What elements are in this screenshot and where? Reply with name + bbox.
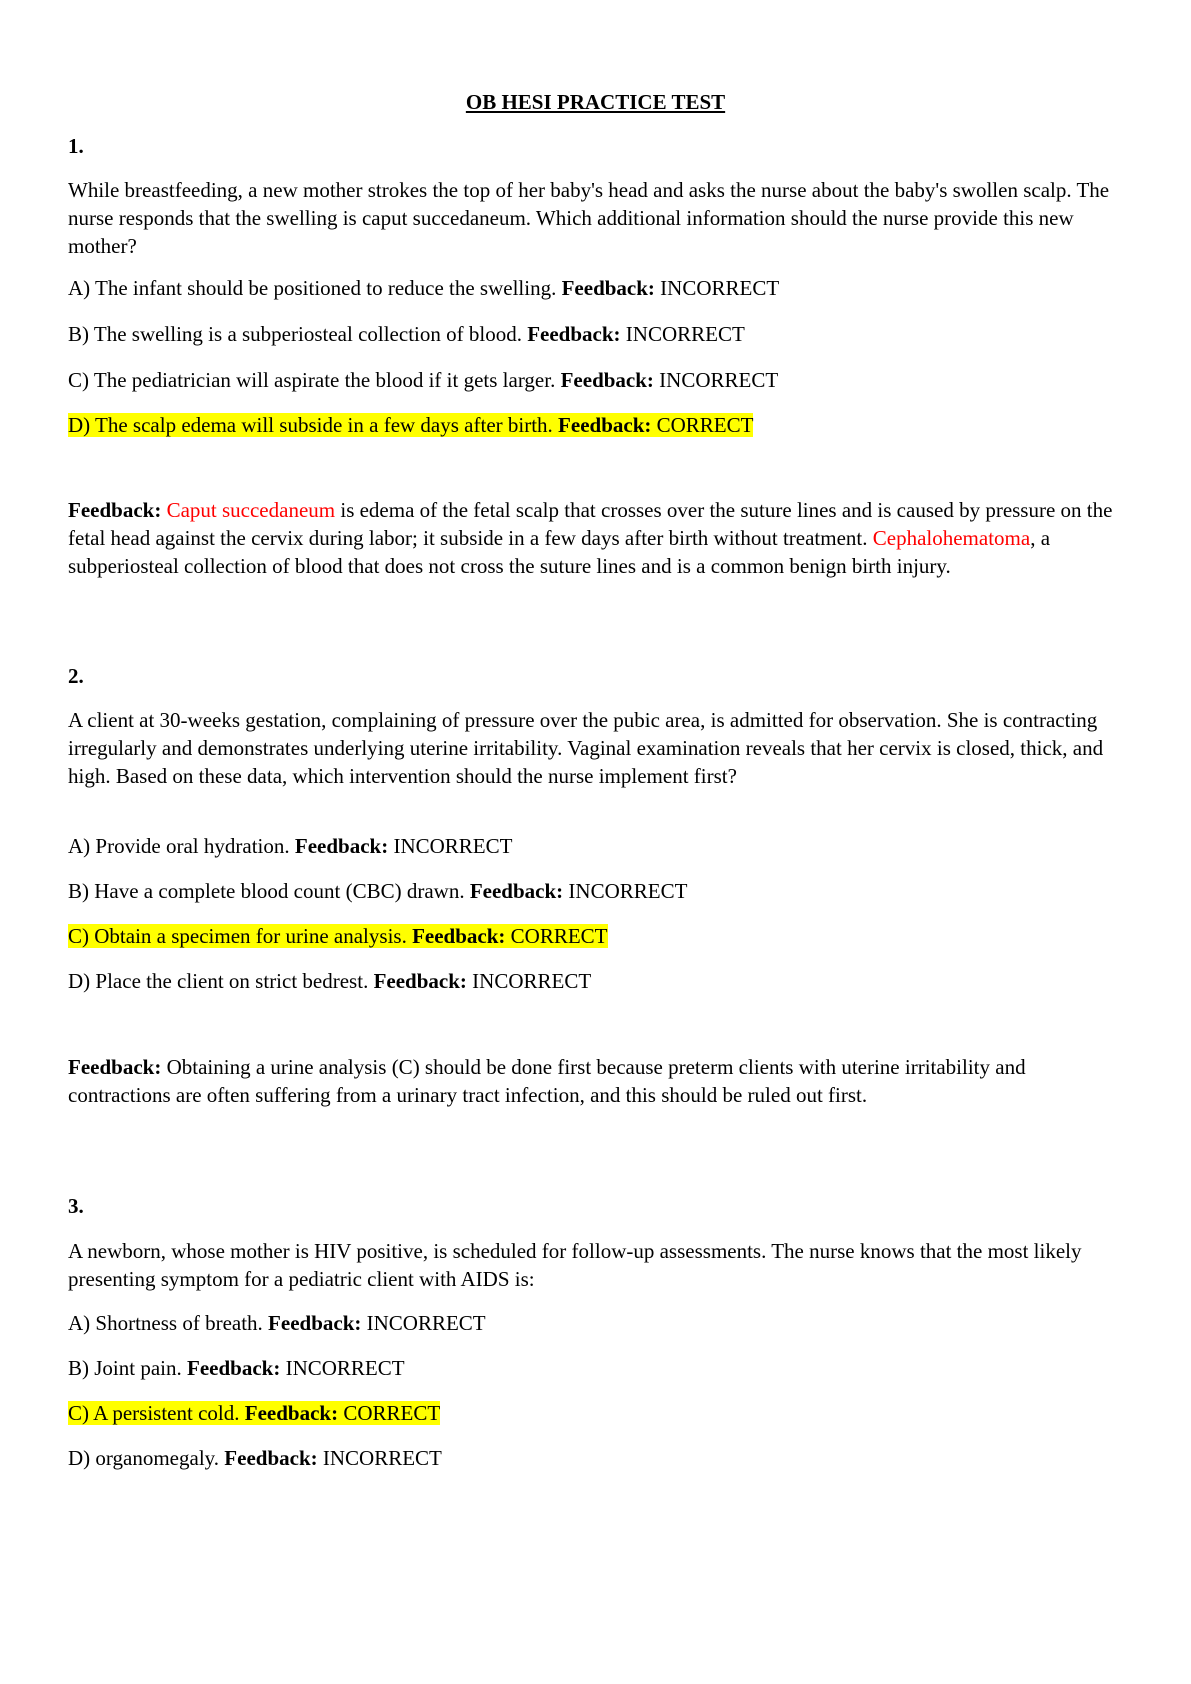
option-result: INCORRECT — [659, 368, 779, 392]
option-text: C) Obtain a specimen for urine analysis. — [68, 924, 407, 948]
option-text: C) A persistent cold. — [68, 1401, 240, 1425]
option-text: C) The pediatrician will aspirate the bl… — [68, 368, 556, 392]
feedback-label: Feedback: — [558, 413, 652, 437]
option-result: CORRECT — [510, 924, 608, 948]
answer-option: D) Place the client on strict bedrest. F… — [68, 967, 1128, 995]
document-title: OB HESI PRACTICE TEST — [465, 90, 726, 114]
option-text: A) Shortness of breath. — [68, 1311, 263, 1335]
feedback-label: Feedback: — [527, 322, 621, 346]
feedback-label: Feedback: — [224, 1446, 318, 1470]
option-result: INCORRECT — [285, 1356, 405, 1380]
option-text: B) Joint pain. — [68, 1356, 182, 1380]
highlighted-term: Caput succedaneum — [166, 498, 336, 522]
answer-option: A) Provide oral hydration. Feedback: INC… — [68, 832, 1128, 860]
option-text: A) Provide oral hydration. — [68, 834, 290, 858]
answer-option: A) Shortness of breath. Feedback: INCORR… — [68, 1309, 1128, 1337]
feedback-explanation: Feedback: Caput succedaneum is edema of … — [68, 496, 1128, 580]
explanation-text: is edema of the fetal scalp that crosses… — [68, 498, 1113, 550]
option-text: B) The swelling is a subperiosteal colle… — [68, 322, 522, 346]
feedback-explanation: Feedback: Obtaining a urine analysis (C)… — [68, 1053, 1128, 1109]
question-stem: A client at 30-weeks gestation, complain… — [68, 708, 1104, 788]
feedback-label: Feedback: — [187, 1356, 281, 1380]
feedback-label: Feedback: — [469, 879, 564, 903]
answer-option: C) The pediatrician will aspirate the bl… — [68, 366, 1128, 394]
option-text: D) Place the client on strict bedrest. — [68, 969, 369, 993]
feedback-label: Feedback: — [561, 276, 655, 300]
feedback-label: Feedback: — [294, 834, 389, 858]
question-number: 2. — [68, 664, 84, 688]
question-stem: A newborn, whose mother is HIV positive,… — [68, 1239, 1082, 1291]
option-result: INCORRECT — [366, 1311, 486, 1335]
answer-option: D) organomegaly. Feedback: INCORRECT — [68, 1444, 1128, 1472]
answer-option: B) Have a complete blood count (CBC) dra… — [68, 877, 1128, 905]
answer-option: B) Joint pain. Feedback: INCORRECT — [68, 1354, 1128, 1382]
highlighted-term: Cephalohematoma — [872, 526, 1031, 550]
option-result: INCORRECT — [393, 834, 513, 858]
option-result: CORRECT — [656, 413, 754, 437]
option-text: D) organomegaly. — [68, 1446, 220, 1470]
feedback-label: Feedback: — [68, 498, 162, 522]
option-result: INCORRECT — [322, 1446, 442, 1470]
explanation-text: Obtaining a urine analysis (C) should be… — [68, 1055, 1026, 1107]
feedback-label: Feedback: — [560, 368, 654, 392]
option-text: B) Have a complete blood count (CBC) dra… — [68, 879, 465, 903]
feedback-label: Feedback: — [412, 924, 506, 948]
feedback-label: Feedback: — [244, 1401, 339, 1425]
explanation-text: , a subperiosteal collection of blood th… — [68, 526, 1051, 578]
feedback-label: Feedback: — [268, 1311, 362, 1335]
question-number: 3. — [68, 1194, 84, 1218]
question-number: 1. — [68, 134, 84, 158]
correct-answer-option: C) Obtain a specimen for urine analysis.… — [68, 922, 1128, 950]
option-result: INCORRECT — [568, 879, 688, 903]
feedback-label: Feedback: — [68, 1055, 162, 1079]
option-result: INCORRECT — [660, 276, 780, 300]
answer-option: B) The swelling is a subperiosteal colle… — [68, 320, 1128, 348]
option-result: INCORRECT — [472, 969, 592, 993]
option-text: A) The infant should be positioned to re… — [68, 276, 557, 300]
option-result: INCORRECT — [625, 322, 745, 346]
option-text: D) The scalp edema will subside in a few… — [68, 413, 553, 437]
feedback-label: Feedback: — [373, 969, 467, 993]
question-stem: While breastfeeding, a new mother stroke… — [68, 178, 1110, 258]
correct-answer-option: D) The scalp edema will subside in a few… — [68, 411, 1128, 439]
answer-option: A) The infant should be positioned to re… — [68, 274, 1128, 302]
correct-answer-option: C) A persistent cold. Feedback: CORRECT — [68, 1399, 1128, 1427]
option-result: CORRECT — [343, 1401, 441, 1425]
